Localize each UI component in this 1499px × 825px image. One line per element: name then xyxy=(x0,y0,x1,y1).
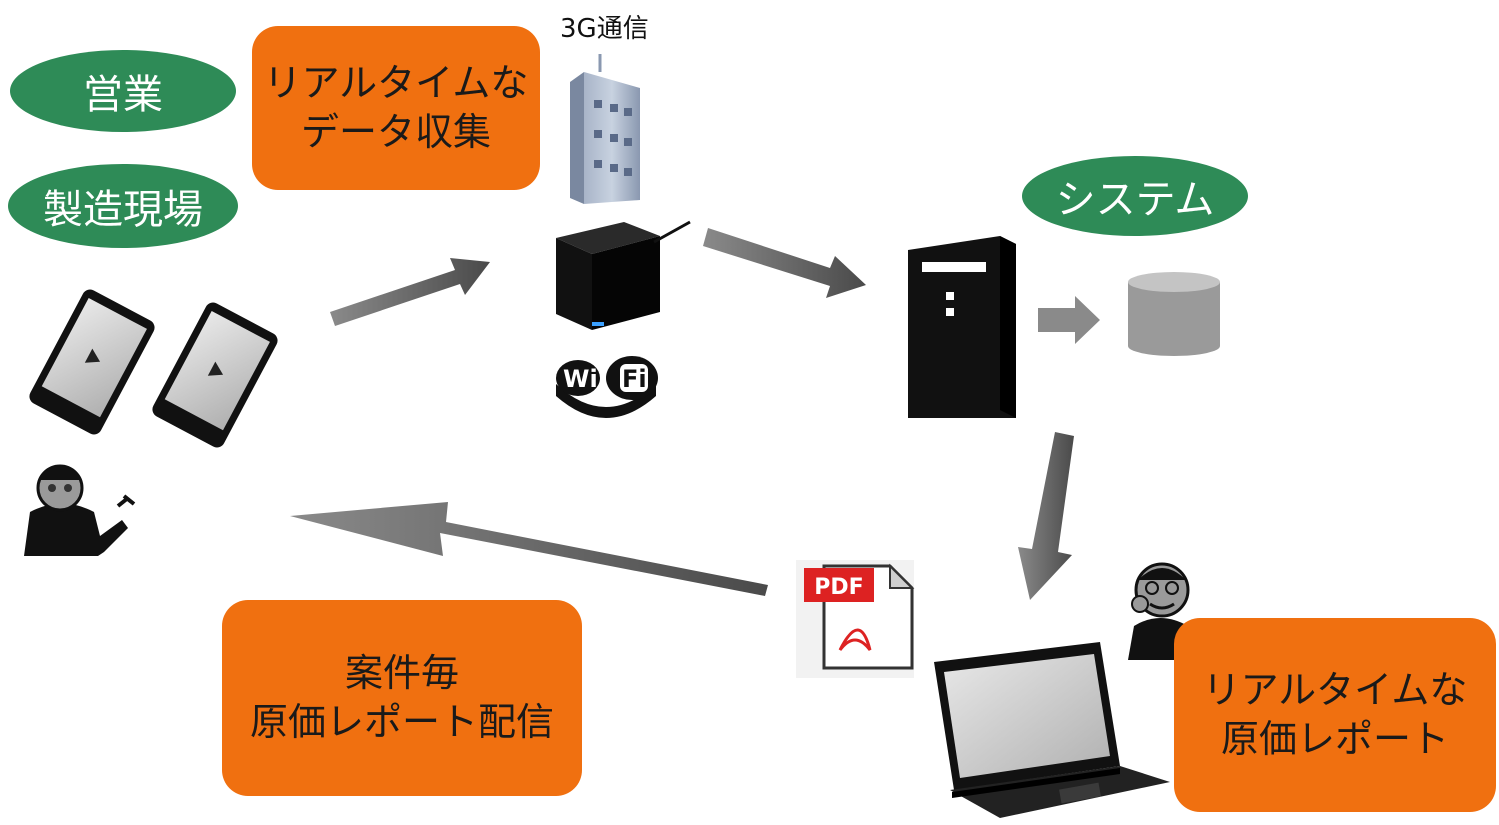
tablet-icon xyxy=(29,289,278,448)
arrow-tablet-to-router xyxy=(330,258,490,326)
arrow-server-to-laptop xyxy=(1018,432,1074,600)
distribute-line1: 案件毎 xyxy=(344,650,459,695)
arrow-router-to-server xyxy=(703,228,866,298)
cell-tower-icon xyxy=(570,54,640,204)
database-icon xyxy=(1128,272,1220,356)
distribute-line2: 原価レポート配信 xyxy=(249,700,554,744)
realtime-report-line2: 原価レポート xyxy=(1220,717,1449,761)
wifi-text-wi: Wi xyxy=(563,365,598,393)
router-icon xyxy=(556,220,691,330)
realtime-report-box: リアルタイムな 原価レポート xyxy=(1174,618,1496,812)
realtime-collect-line2: データ収集 xyxy=(300,110,491,154)
g3-label: 3G通信 xyxy=(560,14,649,44)
distribute-box: 案件毎 原価レポート配信 xyxy=(222,600,582,796)
realtime-collect-line1: リアルタイムな xyxy=(263,60,529,105)
system-label: システム xyxy=(1022,156,1248,236)
pdf-label: PDF xyxy=(814,575,863,600)
realtime-report-line1: リアルタイムな xyxy=(1202,667,1468,712)
server-icon xyxy=(908,236,1016,418)
pdf-icon xyxy=(796,560,915,678)
eigyo-label: 営業 xyxy=(10,50,236,132)
arrow-report-to-worker xyxy=(290,502,768,596)
arrow-server-to-db xyxy=(1038,296,1100,344)
wifi-icon xyxy=(556,356,658,418)
laptop-icon xyxy=(934,642,1170,818)
realtime-collect-box: リアルタイムな データ収集 xyxy=(252,26,540,190)
worker-icon xyxy=(24,464,136,556)
seizo-label: 製造現場 xyxy=(8,164,238,248)
wifi-text-fi: Fi xyxy=(622,365,647,393)
